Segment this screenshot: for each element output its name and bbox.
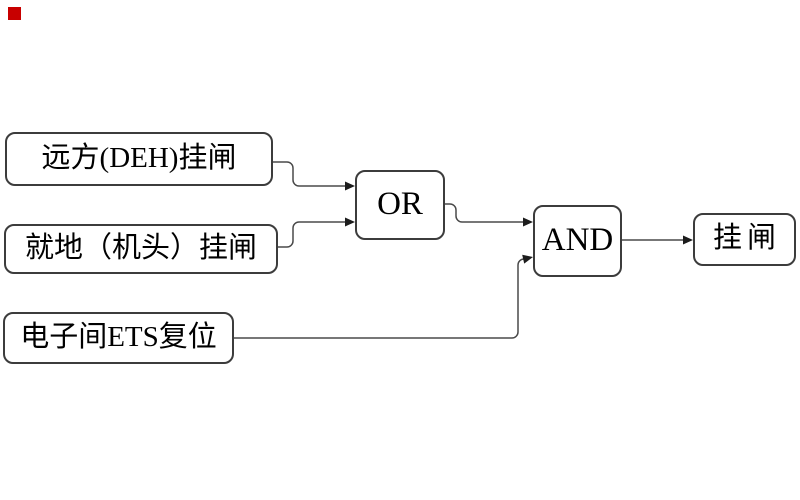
node-ets-reset: 电子间ETS复位 — [3, 312, 234, 364]
node-output-latch-label: 挂闸 — [712, 222, 781, 254]
edge-ets-to-and-gate-arrowhead — [522, 254, 533, 264]
edge-remote-to-or-gate-arrowhead — [345, 181, 355, 191]
edge-or-gate-to-and-gate-arrowhead — [523, 217, 533, 227]
red-square-marker — [8, 7, 21, 20]
edge-and-gate-to-output-arrowhead — [683, 235, 693, 245]
node-or-gate: OR — [355, 170, 445, 240]
edge-ets-to-and-gate — [234, 258, 525, 339]
edge-local-to-or-gate — [278, 221, 345, 248]
edge-or-gate-to-and-gate — [445, 203, 523, 223]
node-remote-deh-latch: 远方(DEH)挂闸 — [5, 132, 273, 186]
node-remote-deh-latch-label: 远方(DEH)挂闸 — [41, 141, 237, 174]
node-and-gate-label: AND — [541, 221, 614, 258]
node-local-head-latch: 就地（机头）挂闸 — [4, 224, 278, 274]
node-output-latch: 挂闸 — [693, 213, 796, 266]
node-or-gate-label: OR — [377, 185, 423, 222]
node-ets-reset-label: 电子间ETS复位 — [20, 320, 217, 353]
node-local-head-latch-label: 就地（机头）挂闸 — [24, 231, 257, 264]
node-and-gate: AND — [533, 205, 622, 277]
edge-local-to-or-gate-arrowhead — [345, 217, 355, 227]
edge-remote-to-or-gate — [273, 161, 345, 187]
